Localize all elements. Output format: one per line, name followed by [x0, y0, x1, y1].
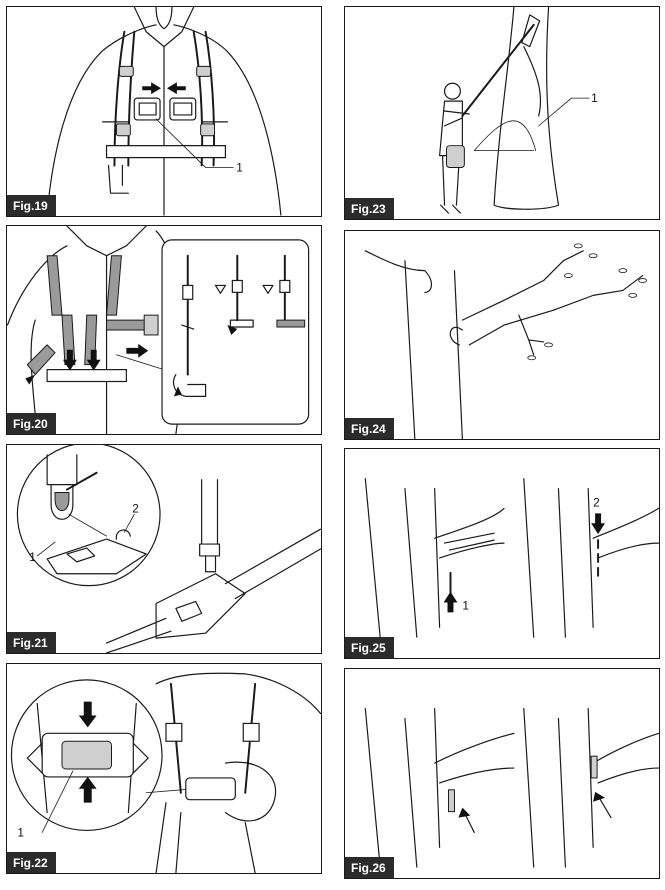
figure-26: Fig.26: [344, 668, 660, 879]
fig21-label: Fig.21: [7, 632, 56, 653]
fig21-callout-2: 2: [132, 501, 139, 515]
operator-angle-illustration: 1: [438, 7, 598, 214]
fig22-label: Fig.22: [7, 852, 56, 873]
harness-front-illustration: 1: [46, 7, 282, 216]
fig26-label: Fig.26: [345, 857, 394, 878]
fig23-label: Fig.23: [345, 198, 394, 219]
fig22-callout-1: 1: [17, 825, 24, 839]
figure-21: 1 2 Fig.21: [6, 444, 322, 654]
fig23-callout-1: 1: [591, 91, 598, 105]
hook-attach-illustration: 1 2: [16, 445, 321, 653]
fig20-label: Fig.20: [7, 413, 56, 434]
fig25-callout-1: 1: [462, 598, 469, 612]
fig21-callout-1: 1: [29, 550, 36, 564]
final-cut-illustration: [364, 708, 659, 868]
quick-release-illustration: 1: [10, 672, 321, 873]
fig19-label: Fig.19: [7, 195, 56, 216]
fig25-label: Fig.25: [345, 637, 394, 658]
figure-25: 1 2 Fig.25: [344, 448, 660, 659]
harness-adjust-illustration: [7, 226, 310, 434]
undercut-illustration: 1 2: [364, 478, 659, 638]
figure-23: 1 Fig.23: [344, 6, 660, 220]
figure-22: 1 Fig.22: [6, 663, 322, 874]
fig25-callout-2: 2: [593, 495, 600, 509]
figure-20: Fig.20: [6, 225, 322, 435]
figure-24: Fig.24: [344, 230, 660, 440]
figure-19: 1 Fig.19: [6, 6, 322, 217]
branch-cut-illustration: [364, 243, 648, 439]
fig19-callout-1: 1: [236, 160, 243, 174]
fig24-label: Fig.24: [345, 418, 394, 439]
